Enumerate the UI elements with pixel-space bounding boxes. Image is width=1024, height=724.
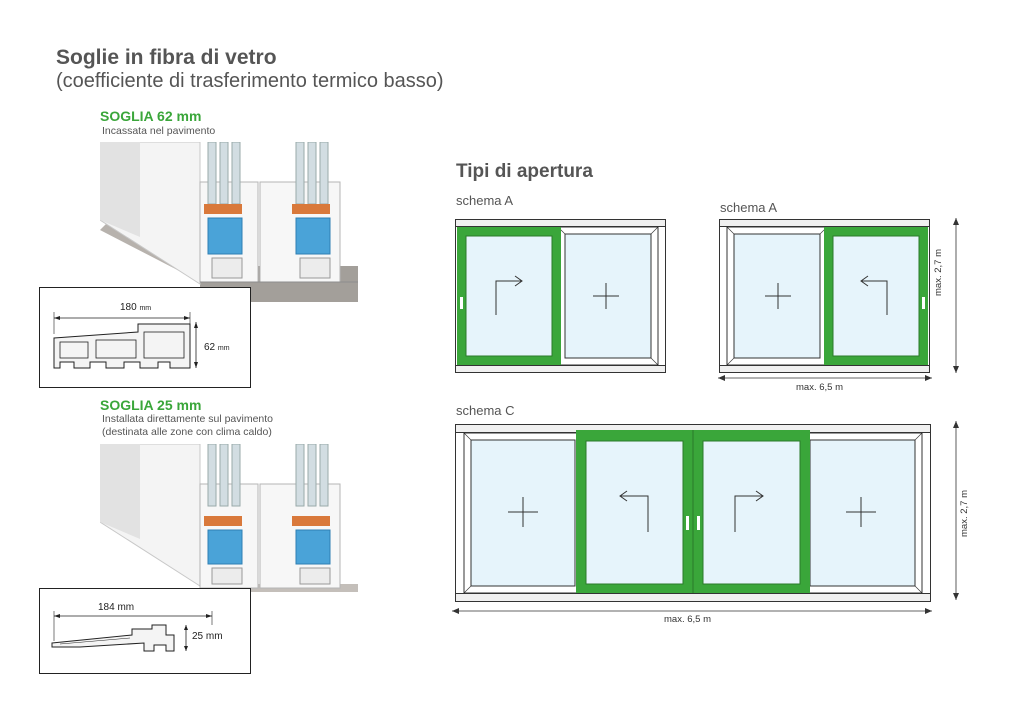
height-max-text: max. 2,7 m — [959, 490, 970, 537]
threshold-62-dimension-box: 180 mm 62 mm — [39, 287, 251, 388]
threshold-25-title: SOGLIA 25 mm — [100, 397, 202, 413]
threshold-62-note: Incassata nel pavimento — [102, 125, 216, 137]
width-value: 180 — [120, 302, 137, 313]
schema-a-left-label: schema A — [456, 193, 514, 208]
schema-a-right-dimensions — [718, 218, 959, 381]
schema-c-label: schema C — [456, 403, 515, 418]
threshold-25-dimension-box: 184 mm 25 mm — [39, 588, 251, 674]
opening-types-heading: Tipi di apertura — [456, 161, 593, 182]
threshold-62-height-label: 62 mm — [204, 342, 230, 353]
threshold-25-profile-illustration — [100, 444, 358, 592]
schema-a-right-label: schema A — [720, 200, 778, 215]
threshold-62-width-label: 180 mm — [120, 302, 151, 313]
threshold-62-title: SOGLIA 62 mm — [100, 108, 202, 124]
threshold-62-section-drawing — [53, 312, 198, 369]
height-unit: mm — [217, 345, 230, 352]
schema-a-width-max-label: max. 6,5 m — [796, 382, 843, 393]
schema-c-width-max-label: max. 6,5 m — [664, 614, 711, 625]
threshold-25-section-drawing — [51, 611, 213, 652]
schema-a-right-diagram — [719, 219, 930, 373]
schema-a-left-diagram — [455, 219, 666, 373]
schema-c-diagram — [455, 424, 931, 602]
threshold-25-width-label: 184 mm — [98, 602, 135, 613]
height-max-text: max. 2,7 m — [933, 249, 944, 296]
threshold-25-note-line2: (destinata alle zone con clima caldo) — [102, 426, 272, 438]
page-title: Soglie in fibra di vetro — [56, 46, 277, 69]
schema-c-dimensions — [452, 421, 959, 614]
threshold-25-height-label: 25 mm — [192, 631, 223, 642]
height-value: 62 — [204, 342, 216, 353]
schema-a-height-max-label: max. 2,7 m — [933, 236, 944, 296]
schema-c-height-max-label: max. 2,7 m — [959, 477, 970, 537]
threshold-25-note-line1: Installata direttamente sul pavimento — [102, 413, 274, 425]
threshold-62-profile-illustration — [100, 142, 358, 302]
width-unit: mm — [139, 305, 152, 312]
page-subtitle: (coefficiente di trasferimento termico b… — [56, 70, 444, 92]
